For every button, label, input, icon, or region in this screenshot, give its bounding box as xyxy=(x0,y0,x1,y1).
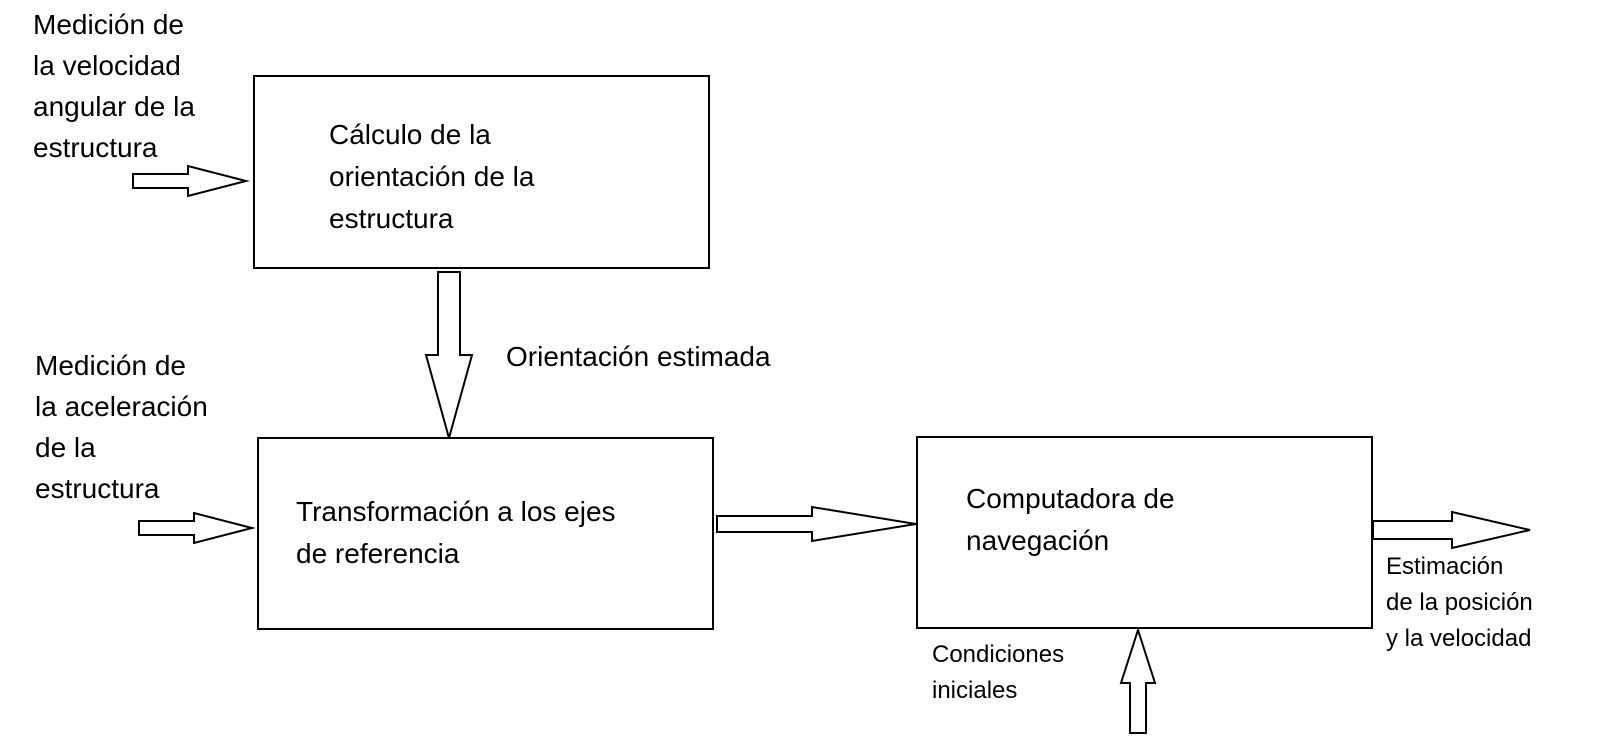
orientation-block: Cálculo de la orientación de la estructu… xyxy=(253,75,710,269)
arrow-orientation-to-transformation xyxy=(424,271,474,442)
estimated-orientation-label: Orientación estimada xyxy=(506,341,771,372)
navigation-computer-block: Computadora de navegación xyxy=(916,436,1373,629)
transformation-block: Transformación a los ejes de referencia xyxy=(257,437,714,630)
orientation-block-label: Cálculo de la orientación de la estructu… xyxy=(329,119,535,234)
angular-velocity-input-label: Medición de la velocidad angular de la e… xyxy=(33,9,195,163)
arrow-angular-velocity-to-orientation xyxy=(132,164,250,198)
arrow-acceleration-to-transformation xyxy=(138,511,256,545)
arrow-navigation-to-output xyxy=(1372,510,1531,550)
transformation-block-label: Transformación a los ejes de referencia xyxy=(296,496,616,569)
arrow-initial-conditions-to-navigation xyxy=(1119,626,1157,734)
navigation-computer-label: Computadora de navegación xyxy=(966,483,1175,556)
arrow-transformation-to-navigation xyxy=(716,505,917,543)
acceleration-input-label: Medición de la aceleración de la estruct… xyxy=(35,350,208,504)
output-estimate-label: Estimación de la posición y la velocidad xyxy=(1386,553,1533,652)
initial-conditions-label: Condiciones iniciales xyxy=(932,641,1065,704)
